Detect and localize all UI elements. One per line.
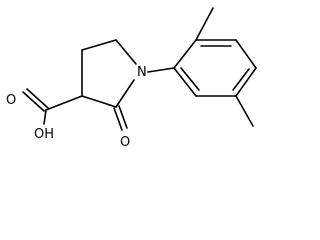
carboxyl-oxygen-label: O: [6, 93, 16, 108]
molecule-structure: N O O OH: [6, 7, 257, 150]
bond-n-c5: [115, 39, 137, 65]
nitrogen-label: N: [137, 65, 147, 80]
bond-c3-c2: [81, 95, 117, 108]
bond-ketone-b: [118, 105, 128, 129]
bond-c2-n: [115, 79, 135, 108]
bond-ar3-ar4: [235, 39, 257, 69]
bond-c3-cooh: [45, 95, 83, 111]
ketone-oxygen-label: O: [120, 135, 130, 150]
bond-cooh-oh: [43, 109, 47, 125]
bond-ar6-ar1: [173, 67, 197, 97]
bond-methyl-top: [195, 7, 214, 41]
hydroxyl-label: OH: [34, 127, 54, 142]
bond-ar4-ar5: [235, 67, 257, 97]
bond-cooh-doubleo-b: [26, 88, 49, 109]
aromatic-inner-2: [232, 68, 250, 91]
aromatic-inner-3: [180, 67, 200, 91]
bond-methyl-bottom: [235, 95, 254, 127]
bond-ar1-ar2: [173, 39, 197, 69]
bond-n-aryl: [147, 67, 175, 73]
bond-cooh-doubleo-a: [22, 91, 45, 112]
bond-ketone-a: [113, 107, 123, 131]
structure-canvas: N O O OH: [6, 7, 257, 150]
bond-c5-c4: [81, 39, 117, 51]
